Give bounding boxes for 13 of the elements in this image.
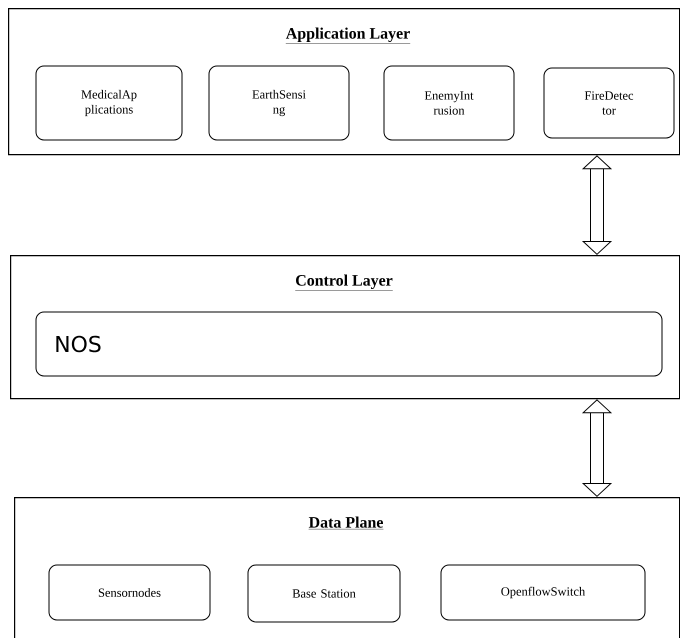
component-box: Base Station [248, 564, 400, 622]
layer-title: Data Plane [308, 516, 384, 530]
component-box: FireDetec tor [544, 68, 674, 138]
component-box: NOS [36, 312, 662, 376]
component-box: OpenflowSwitch [440, 564, 646, 620]
component-box: EnemyInt rusion [384, 66, 514, 140]
component-box: EarthSensi ng [208, 66, 350, 140]
double-arrow [582, 399, 612, 497]
component-box: MedicalAp plications [36, 66, 182, 140]
layer-title: Application Layer [286, 28, 410, 44]
component-box: Sensornodes [48, 564, 210, 620]
double-arrow [582, 155, 612, 255]
layer-title: Control Layer [295, 274, 393, 291]
